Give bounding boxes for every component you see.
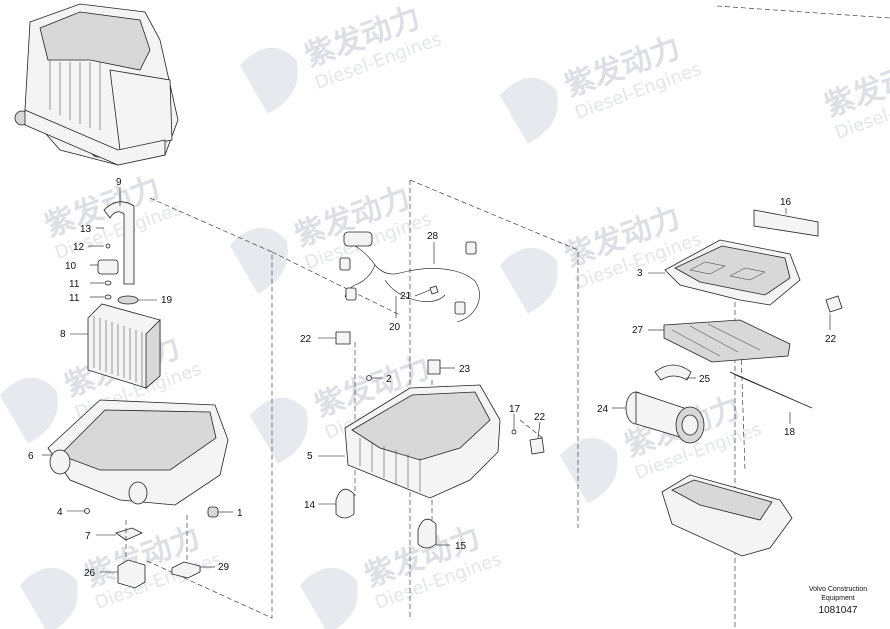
callout-22b: 22 xyxy=(534,412,546,423)
part-bolt-2 xyxy=(366,375,372,381)
part-ring-11a xyxy=(104,280,112,286)
callout-2: 2 xyxy=(386,374,392,385)
callout-11a: 11 xyxy=(69,279,80,290)
callout-23: 23 xyxy=(459,364,471,375)
callout-22a: 22 xyxy=(300,334,312,345)
center-column-parts xyxy=(335,231,545,549)
callout-16: 16 xyxy=(780,197,792,208)
part-pin-17 xyxy=(511,429,517,435)
part-pin-12 xyxy=(105,243,111,249)
callout-6: 6 xyxy=(28,451,34,462)
callout-3: 3 xyxy=(637,268,643,279)
callout-4: 4 xyxy=(57,507,63,518)
watermark-logo-icon xyxy=(229,227,288,294)
callout-11b: 11 xyxy=(69,293,80,304)
watermark-logo-icon xyxy=(239,47,298,114)
part-filter-27 xyxy=(663,319,791,363)
part-seal-18 xyxy=(729,371,813,409)
callout-17: 17 xyxy=(509,404,521,415)
footer-doc-number: 1081047 xyxy=(819,605,858,616)
part-drain-15 xyxy=(417,518,437,549)
watermark-logo-icon xyxy=(0,377,58,444)
callout-26: 26 xyxy=(84,568,96,579)
callout-labels: 9 13 12 10 11 11 19 8 6 4 1 7 26 29 28 2… xyxy=(28,177,837,579)
part-pipe-9 xyxy=(103,201,135,285)
part-drain-14 xyxy=(335,488,355,519)
part-strip-16 xyxy=(753,209,819,237)
callout-21: 21 xyxy=(400,291,412,302)
callout-24: 24 xyxy=(597,404,609,415)
callout-22c: 22 xyxy=(825,334,837,345)
callout-1: 1 xyxy=(237,508,243,519)
callout-20: 20 xyxy=(389,322,401,333)
watermark-logo-icon xyxy=(249,397,308,464)
part-clip-21 xyxy=(429,285,439,295)
callout-29: 29 xyxy=(218,562,230,573)
part-fan-24 xyxy=(625,391,705,444)
callout-8: 8 xyxy=(60,329,66,340)
callout-9: 9 xyxy=(116,177,122,188)
part-bolt-4 xyxy=(84,508,90,514)
part-block-29 xyxy=(171,561,201,579)
part-flange-19 xyxy=(117,295,139,305)
part-clamp-10 xyxy=(97,259,119,275)
part-pad-7 xyxy=(115,527,143,541)
right-column-parts xyxy=(625,209,843,557)
callout-25: 25 xyxy=(699,374,711,385)
callout-14: 14 xyxy=(304,500,316,511)
part-connector-22b xyxy=(529,437,545,455)
left-column-parts xyxy=(47,201,229,589)
footer-division: Equipment xyxy=(821,595,855,602)
callout-28: 28 xyxy=(427,231,439,242)
part-knob-1 xyxy=(207,506,219,518)
watermark-logo-icon xyxy=(19,567,78,629)
callout-18: 18 xyxy=(784,427,796,438)
part-ring-11b xyxy=(104,294,112,300)
part-bracket-25 xyxy=(654,364,692,381)
part-connector-22a xyxy=(335,331,351,345)
callout-19: 19 xyxy=(161,295,173,306)
part-connector-23 xyxy=(427,359,441,375)
callout-10: 10 xyxy=(65,261,77,272)
callout-15: 15 xyxy=(455,541,467,552)
callout-5: 5 xyxy=(307,451,313,462)
watermark-logo-icon xyxy=(499,77,558,144)
watermark-logo-icon xyxy=(559,437,618,504)
callout-12: 12 xyxy=(73,242,85,253)
part-block-26 xyxy=(117,559,146,589)
part-connector-22c xyxy=(825,295,843,313)
callout-27: 27 xyxy=(632,325,644,336)
callout-7: 7 xyxy=(85,531,91,542)
leader-lines xyxy=(42,187,831,573)
overview-assembly xyxy=(14,3,179,166)
callout-13: 13 xyxy=(80,224,92,235)
watermark-logo-icon xyxy=(299,567,358,629)
document-footer: Volvo Construction Equipment 1081047 xyxy=(809,586,867,616)
watermark-logo-icon xyxy=(499,247,558,314)
footer-company: Volvo Construction xyxy=(809,586,867,593)
